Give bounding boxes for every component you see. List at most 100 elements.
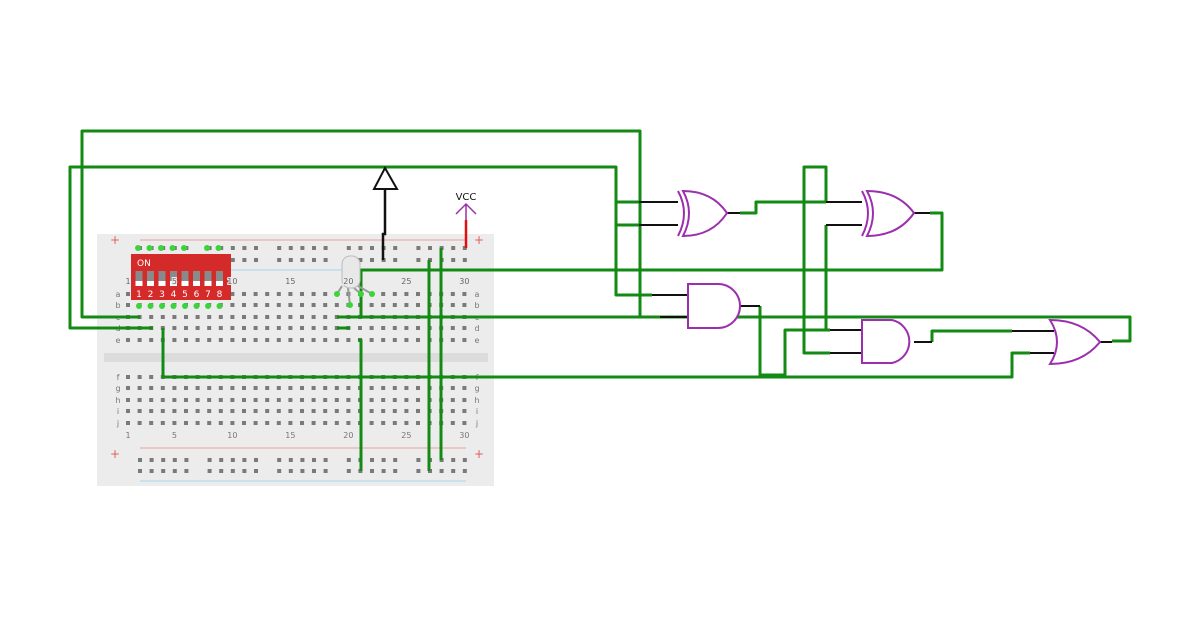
breadboard-hole[interactable]	[450, 338, 455, 342]
xor-gate-1[interactable]	[677, 189, 729, 238]
breadboard-hole[interactable]	[172, 315, 177, 319]
rail-hole[interactable]	[393, 469, 398, 473]
breadboard-hole[interactable]	[404, 326, 409, 330]
breadboard-hole[interactable]	[311, 338, 316, 342]
breadboard-hole[interactable]	[323, 292, 328, 296]
breadboard-hole[interactable]	[346, 338, 351, 342]
breadboard-hole[interactable]	[288, 386, 293, 390]
breadboard-hole[interactable]	[172, 326, 177, 330]
rail-hole[interactable]	[323, 469, 328, 473]
breadboard-hole[interactable]	[149, 386, 154, 390]
breadboard-hole[interactable]	[392, 409, 397, 413]
rail-hole[interactable]	[312, 258, 316, 262]
breadboard-hole[interactable]	[288, 292, 293, 296]
breadboard-hole[interactable]	[265, 409, 270, 413]
breadboard-hole[interactable]	[369, 421, 374, 425]
breadboard-hole[interactable]	[207, 338, 212, 342]
breadboard-hole[interactable]	[126, 421, 130, 425]
breadboard-hole[interactable]	[184, 315, 188, 319]
breadboard-hole[interactable]	[381, 326, 386, 330]
dip-toggle-8[interactable]: 8	[216, 271, 223, 300]
breadboard-hole[interactable]	[218, 421, 223, 425]
breadboard-hole[interactable]	[242, 292, 246, 296]
rail-hole[interactable]	[230, 469, 235, 473]
breadboard-hole[interactable]	[381, 303, 386, 307]
xor-gate-2[interactable]	[861, 189, 916, 238]
breadboard-hole[interactable]	[311, 386, 316, 390]
breadboard-hole[interactable]	[218, 409, 223, 413]
rail-hole[interactable]	[358, 246, 363, 250]
breadboard-hole[interactable]	[416, 409, 420, 413]
rail-hole[interactable]	[207, 469, 212, 473]
rail-hole[interactable]	[300, 258, 305, 262]
breadboard-hole[interactable]	[462, 386, 467, 390]
breadboard-hole[interactable]	[450, 398, 455, 402]
rail-hole[interactable]	[451, 246, 456, 250]
rail-hole[interactable]	[428, 246, 432, 250]
wire-input-c[interactable]	[161, 328, 1030, 379]
breadboard-hole[interactable]	[381, 338, 386, 342]
breadboard-hole[interactable]	[218, 386, 223, 390]
breadboard-hole[interactable]	[462, 338, 467, 342]
breadboard-hole[interactable]	[195, 398, 200, 402]
breadboard-hole[interactable]	[404, 409, 409, 413]
breadboard-hole[interactable]	[137, 338, 142, 342]
breadboard-hole[interactable]	[392, 292, 397, 296]
breadboard-hole[interactable]	[184, 326, 188, 330]
or-gate[interactable]	[1048, 318, 1102, 366]
breadboard-hole[interactable]	[300, 338, 304, 342]
breadboard-hole[interactable]	[369, 409, 374, 413]
and-gate-1[interactable]	[687, 283, 741, 329]
rail-hole[interactable]	[462, 258, 467, 262]
dip-toggle-6[interactable]: 6	[193, 271, 200, 300]
breadboard-hole[interactable]	[462, 292, 467, 296]
breadboard-hole[interactable]	[334, 326, 339, 330]
breadboard-hole[interactable]	[346, 421, 351, 425]
rail-hole[interactable]	[161, 458, 166, 462]
breadboard-hole[interactable]	[207, 326, 212, 330]
breadboard-hole[interactable]	[450, 292, 455, 296]
rail-hole[interactable]	[288, 246, 293, 250]
rail-hole[interactable]	[242, 246, 247, 250]
ground-symbol[interactable]	[372, 165, 399, 260]
rail-hole[interactable]	[300, 469, 305, 473]
breadboard-hole[interactable]	[126, 292, 130, 296]
breadboard-hole[interactable]	[323, 386, 328, 390]
breadboard-hole[interactable]	[137, 398, 142, 402]
rail-hole[interactable]	[393, 458, 398, 462]
rail-hole[interactable]	[346, 458, 351, 462]
rail-hole[interactable]	[242, 258, 247, 262]
rail-hole[interactable]	[288, 258, 293, 262]
rail-hole[interactable]	[230, 458, 235, 462]
rail-hole[interactable]	[254, 458, 258, 462]
dip-toggle-7[interactable]: 7	[204, 271, 212, 300]
breadboard-hole[interactable]	[311, 409, 316, 413]
wire-col21[interactable]	[358, 338, 363, 471]
breadboard-hole[interactable]	[242, 421, 246, 425]
breadboard-hole[interactable]	[276, 326, 281, 330]
breadboard-hole[interactable]	[392, 338, 397, 342]
breadboard-hole[interactable]	[276, 303, 281, 307]
breadboard-hole[interactable]	[369, 386, 374, 390]
and-gate-2[interactable]	[861, 319, 911, 364]
breadboard-hole[interactable]	[381, 409, 386, 413]
breadboard-hole[interactable]	[184, 421, 188, 425]
breadboard-hole[interactable]	[323, 398, 328, 402]
breadboard-hole[interactable]	[450, 326, 455, 330]
rail-hole[interactable]	[288, 458, 293, 462]
breadboard-hole[interactable]	[288, 315, 293, 319]
breadboard-hole[interactable]	[288, 303, 293, 307]
breadboard-hole[interactable]	[172, 398, 177, 402]
breadboard-hole[interactable]	[184, 338, 188, 342]
breadboard-hole[interactable]	[253, 315, 258, 319]
rail-hole[interactable]	[277, 246, 282, 250]
wire-and1-out[interactable]	[758, 306, 830, 377]
rail-hole[interactable]	[462, 469, 467, 473]
breadboard-hole[interactable]	[300, 326, 304, 330]
dip-toggle-4[interactable]: 4	[170, 271, 177, 300]
breadboard-hole[interactable]	[218, 398, 223, 402]
breadboard-hole[interactable]	[288, 398, 293, 402]
rail-hole[interactable]	[230, 246, 235, 250]
breadboard-hole[interactable]	[137, 421, 142, 425]
